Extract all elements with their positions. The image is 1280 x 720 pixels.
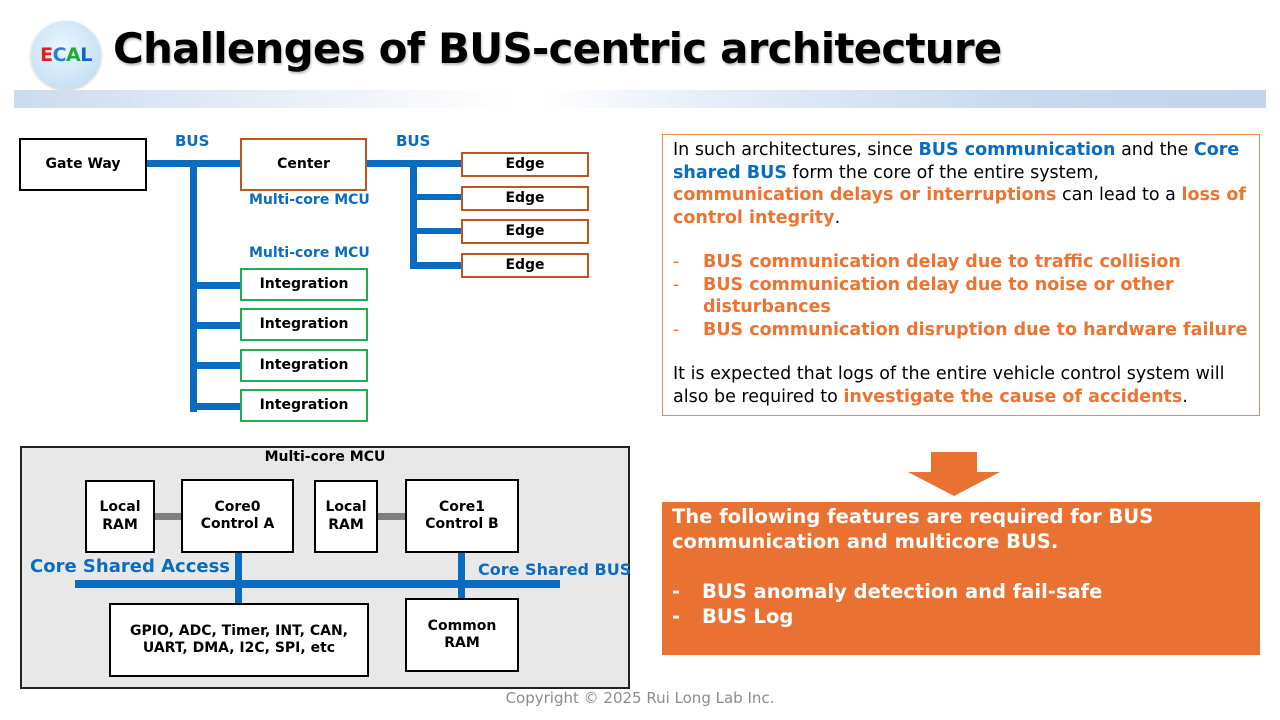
center-box: Center <box>240 138 367 191</box>
integration-label: Integration <box>259 275 349 292</box>
requirement-text: BUS Log <box>702 605 794 628</box>
edge-box-3: Edge <box>461 219 589 244</box>
common-ram-line1: Common <box>427 617 497 634</box>
highlight-bus-communication: BUS communication <box>918 140 1116 160</box>
requirement-text: BUS anomaly detection and fail-safe <box>702 580 1103 603</box>
bus-branch-integration-1 <box>190 282 242 289</box>
local-ram-a-line1: Local <box>99 499 141 515</box>
local-bus-b <box>378 513 406 520</box>
core-shared-access-label: Core Shared Access <box>30 556 230 577</box>
core-shared-bus-line <box>75 580 560 588</box>
center-label: Center <box>277 155 330 172</box>
logo-letter-l: L <box>80 44 92 66</box>
requirements-box: The following features are required for … <box>662 502 1260 655</box>
bullet-marker: - <box>672 580 681 603</box>
bus-branch-integration-4 <box>190 403 242 410</box>
bus-branch-edge-2 <box>410 194 462 200</box>
bullet-marker: - <box>673 319 680 340</box>
text-span: can lead to a <box>1056 185 1182 205</box>
risk-bullet-1: - BUS communication delay due to traffic … <box>673 251 1249 274</box>
text-span: . <box>834 207 841 228</box>
logo-letter-c: C <box>52 44 67 66</box>
explanation-box: In such architectures, since BUS communi… <box>662 134 1260 416</box>
integration-label: Integration <box>259 396 349 413</box>
edge-label: Edge <box>505 155 545 172</box>
text-span: It is expected that logs of the entire v… <box>673 364 1225 407</box>
text-span: . <box>1182 386 1188 407</box>
edge-label: Edge <box>505 256 545 273</box>
integration-box-2: Integration <box>240 308 368 341</box>
ecal-logo: E C A L <box>31 21 101 89</box>
integration-box-3: Integration <box>240 349 368 382</box>
gateway-label: Gate Way <box>45 155 121 172</box>
highlight-delays: communication delays or interruptions <box>673 185 1057 205</box>
requirement-item-1: -BUS anomaly detection and fail-safe <box>672 579 1250 604</box>
core1-line1: Core1 <box>438 498 486 515</box>
logo-letter-a: A <box>66 44 81 66</box>
bus-branch-integration-2 <box>190 322 242 329</box>
bus-label-right: BUS <box>396 132 431 150</box>
requirement-item-2: -BUS Log <box>672 604 1250 629</box>
bus-branch-integration-3 <box>190 362 242 369</box>
bullet-text: BUS communication delay due to traffic c… <box>703 252 1181 272</box>
bullet-text: BUS communication delay due to noise or … <box>703 274 1174 318</box>
bullet-text: BUS communication disruption due to hard… <box>703 319 1248 340</box>
integration-label: Integration <box>259 315 349 332</box>
bullet-marker: - <box>673 274 680 295</box>
explanation-paragraph-2: It is expected that logs of the entire v… <box>673 363 1249 408</box>
text-span: and the <box>1115 140 1194 160</box>
core0-line1: Core0 <box>214 498 261 515</box>
bus-label-left: BUS <box>175 132 210 150</box>
bus-branch-edge-4 <box>410 262 462 269</box>
local-ram-b-line1: Local <box>325 499 367 515</box>
core1-line2: Control B <box>425 516 499 532</box>
integration-label: Integration <box>259 356 349 373</box>
common-ram-line2: RAM <box>444 635 480 651</box>
risk-bullet-2: - BUS communication delay due to noise or… <box>673 274 1249 319</box>
explanation-paragraph-1: In such architectures, since BUS communi… <box>673 139 1249 229</box>
edge-box-2: Edge <box>461 186 589 211</box>
integration-box-1: Integration <box>240 268 368 301</box>
mcu-title: Multi-core MCU <box>264 449 386 465</box>
down-arrow-icon <box>908 452 1000 496</box>
logo-letter-e: E <box>40 44 53 66</box>
core0-line2: Control A <box>200 516 275 532</box>
page-title: Challenges of BUS-centric architecture <box>113 24 1002 73</box>
edge-box-4: Edge <box>461 253 589 278</box>
edge-label: Edge <box>505 189 545 206</box>
text-span: form the core of the entire system, <box>786 162 1099 183</box>
bus-branch-edge-3 <box>410 228 462 234</box>
highlight-core-shared-bus: Core shared BUS <box>673 140 1240 183</box>
edge-box-1: Edge <box>461 152 589 177</box>
requirements-intro: The following features are required for … <box>672 505 1154 553</box>
highlight-loss-of-control: loss of control integrity <box>673 185 1247 228</box>
local-ram-a-line2: RAM <box>102 516 138 533</box>
core0-bus-drop <box>235 553 242 605</box>
copyright-footer: Copyright © 2025 Rui Long Lab Inc. <box>505 689 775 707</box>
local-bus-a <box>155 513 182 520</box>
peripherals-box: GPIO, ADC, Timer, INT, CAN,UART, DMA, I2… <box>109 603 369 677</box>
text-span: In such architectures, since <box>673 140 919 160</box>
gateway-box: Gate Way <box>19 138 147 191</box>
risk-bullet-3: - BUS communication disruption due to har… <box>673 319 1249 342</box>
local-ram-b-line2: RAM <box>328 516 364 533</box>
highlight-investigate: investigate the cause of accidents <box>843 386 1183 407</box>
peripherals-line1: GPIO, ADC, Timer, INT, CAN, <box>130 622 348 639</box>
center-caption: Multi-core MCU <box>249 192 370 208</box>
integration-box-4: Integration <box>240 389 368 422</box>
peripherals-line2: UART, DMA, I2C, SPI, etc <box>142 640 336 656</box>
bullet-marker: - <box>672 605 681 628</box>
core1-bus-drop <box>458 553 465 599</box>
bus-trunk-edge <box>410 160 417 269</box>
integration-caption: Multi-core MCU <box>249 245 370 261</box>
edge-label: Edge <box>505 222 545 239</box>
bullet-marker: - <box>673 252 680 272</box>
core-shared-bus-label: Core Shared BUS <box>478 560 632 579</box>
header-divider <box>14 90 1266 108</box>
